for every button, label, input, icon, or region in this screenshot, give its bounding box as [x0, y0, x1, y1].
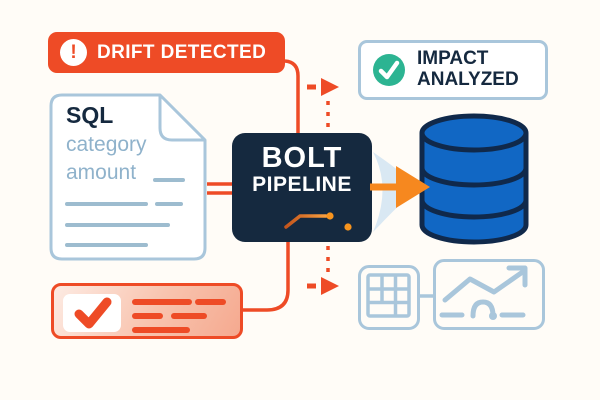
check-circle-icon — [373, 54, 405, 86]
arrowhead-to-impact — [321, 78, 339, 96]
impact-badge-label: IMPACT ANALYZED — [417, 49, 519, 90]
doc-text-line — [65, 243, 148, 247]
sql-doc-title: SQL — [66, 102, 114, 128]
card-text-line — [132, 327, 190, 333]
document-outline-icon — [49, 93, 207, 261]
sql-document: SQL category amount — [48, 92, 208, 262]
arrowhead-to-reports — [321, 277, 339, 295]
circuit-trace-icon — [242, 212, 352, 231]
impact-badge-line1: IMPACT — [417, 48, 489, 70]
table-report-box — [358, 265, 420, 330]
table-grid-icon — [366, 273, 411, 318]
pipeline-name: BOLT — [261, 142, 343, 174]
drift-badge-label: DRIFT DETECTED — [97, 41, 267, 63]
drift-detected-badge: ! DRIFT DETECTED — [48, 32, 285, 73]
sql-doc-field-category: category — [66, 133, 147, 156]
card-text-line — [195, 299, 226, 305]
impact-badge-line2: ANALYZED — [417, 69, 519, 90]
trend-chart-icon — [439, 265, 528, 320]
database-icon — [418, 113, 530, 250]
connector-drift-to-pipeline — [284, 59, 300, 133]
connector-card-to-pipeline — [243, 242, 290, 312]
doc-text-line — [153, 178, 185, 182]
doc-text-line — [155, 202, 183, 206]
checkbox-checked-icon — [63, 294, 121, 332]
validated-result-card — [51, 283, 243, 339]
doc-text-line — [65, 223, 170, 227]
impact-analyzed-badge: IMPACT ANALYZED — [358, 40, 548, 100]
bolt-pipeline-node: BOLT PIPELINE — [232, 133, 372, 242]
sql-doc-field-amount: amount — [66, 161, 137, 184]
card-text-line — [132, 313, 163, 319]
pipeline-subtitle: PIPELINE — [252, 173, 352, 196]
funnel-glow — [373, 152, 424, 232]
doc-text-line — [65, 202, 148, 206]
card-text-line — [171, 313, 207, 319]
card-text-line — [132, 299, 192, 305]
chart-report-box — [433, 259, 545, 330]
exclamation-circle-icon: ! — [60, 39, 87, 66]
